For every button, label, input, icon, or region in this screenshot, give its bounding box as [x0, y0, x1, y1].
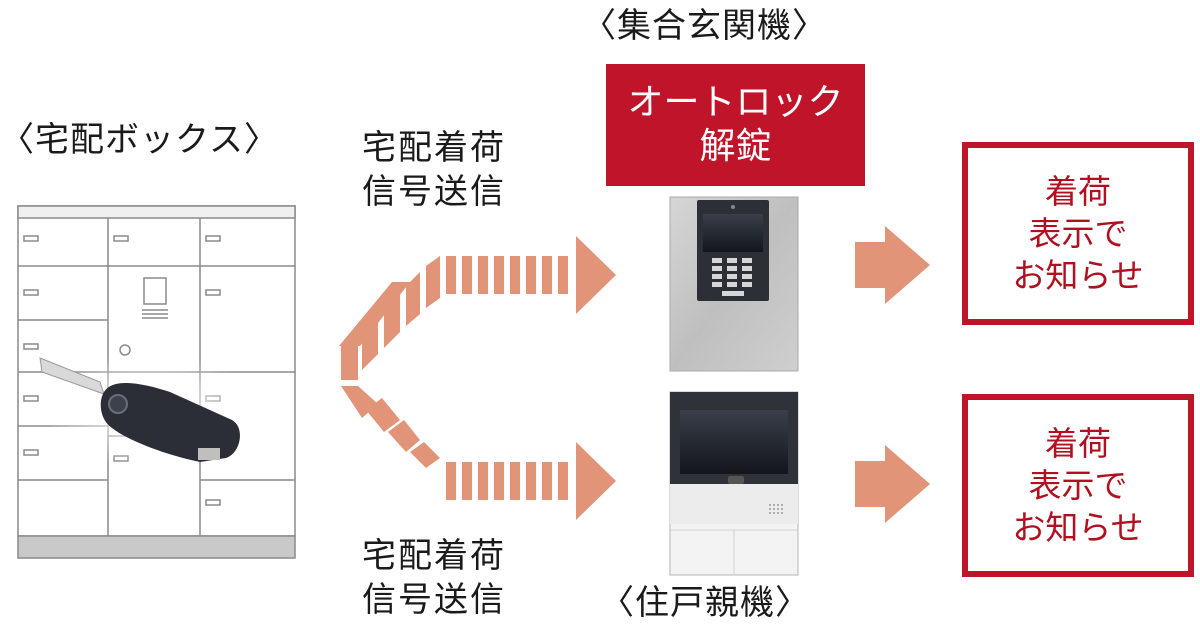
signal-send-bottom: 宅配着荷 信号送信 [362, 534, 506, 622]
signal-arrow-upper [339, 282, 410, 346]
notice-top-line2: 表示で [1028, 213, 1128, 253]
autolock-release-badge: オートロック 解錠 [606, 64, 865, 186]
autolock-line2: 解錠 [699, 126, 772, 167]
notice-bottom-line1: 着荷 [1045, 423, 1111, 463]
entrance-panel-icon [669, 196, 799, 372]
notice-top-line1: 着荷 [1045, 171, 1111, 211]
autolock-line1: オートロック [627, 82, 844, 123]
arrow-right-icon [855, 226, 930, 523]
notice-bottom-line2: 表示で [1028, 465, 1128, 505]
signal-bottom-line1: 宅配着荷 [362, 536, 506, 576]
delivery-box-label: 〈宅配ボックス〉 [0, 120, 279, 160]
signal-top-line1: 宅配着荷 [362, 128, 506, 168]
signal-bottom-line2: 信号送信 [362, 580, 506, 620]
notice-top-line3: お知らせ [1012, 255, 1144, 295]
signal-top-line2: 信号送信 [362, 172, 506, 212]
notice-bottom-line3: お知らせ [1012, 507, 1144, 547]
signal-dashes [341, 236, 616, 520]
signal-send-top: 宅配着荷 信号送信 [362, 126, 506, 214]
key-fob-icon [39, 352, 260, 468]
indoor-unit-label: 〈住戸親機〉 [600, 583, 810, 623]
entrance-unit-label: 〈集合玄関機〉 [582, 6, 827, 46]
indoor-monitor-icon [669, 391, 799, 576]
arrival-notice-top: 着荷 表示で お知らせ [962, 142, 1194, 325]
arrival-notice-bottom: 着荷 表示で お知らせ [962, 394, 1194, 577]
